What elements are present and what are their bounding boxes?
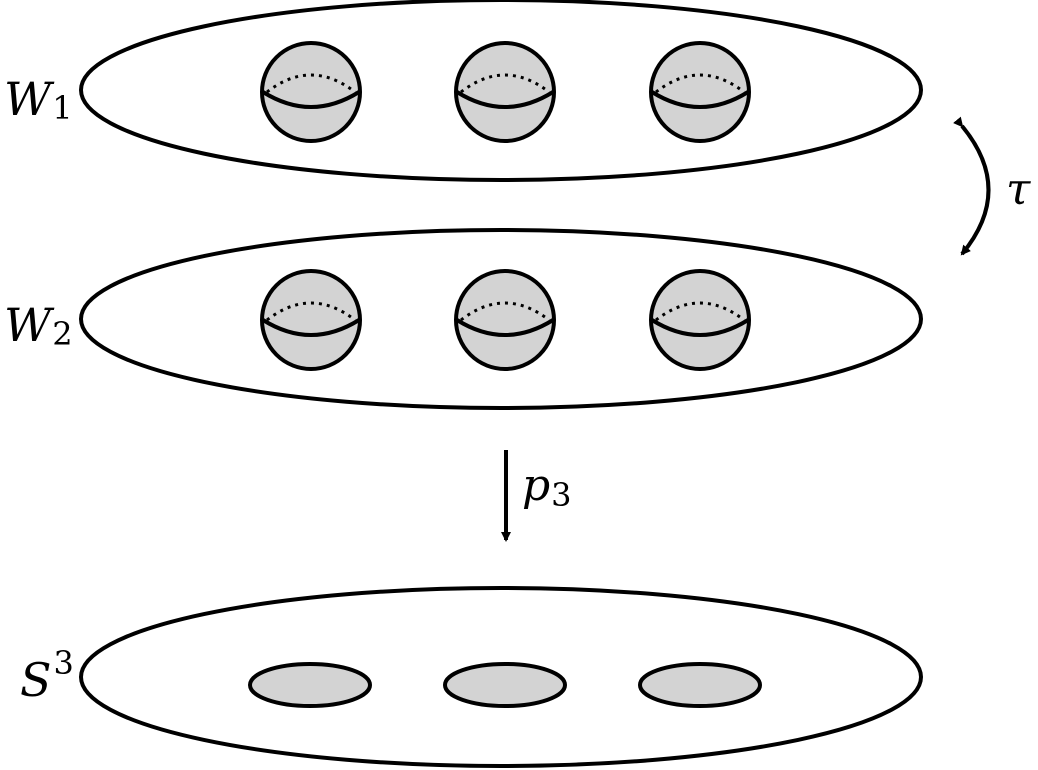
- w2-ball-2: [454, 269, 556, 371]
- s3-disc-2: [443, 662, 567, 708]
- projection-map: p3: [501, 450, 572, 542]
- label-w1-sub: 1: [52, 89, 72, 127]
- label-s3: S3: [20, 644, 74, 707]
- w1-ball-3: [649, 41, 751, 143]
- label-s3-sup: 3: [54, 644, 74, 682]
- space-w2: W2: [4, 228, 923, 410]
- tau-arrow: [953, 116, 991, 256]
- tau-map: τ: [953, 116, 1031, 256]
- label-w1-main: W: [4, 72, 55, 126]
- s3-disc-3: [638, 662, 762, 708]
- space-w1: W1: [4, 0, 923, 182]
- w1-ball-1: [260, 41, 362, 143]
- w2-ball-3: [649, 269, 751, 371]
- label-w2-main: W: [4, 298, 55, 352]
- label-p3-main: p: [522, 460, 550, 511]
- w2-ball-1: [260, 269, 362, 371]
- label-tau: τ: [1006, 164, 1031, 215]
- label-w2-sub: 2: [52, 315, 72, 353]
- space-s3: S3: [20, 586, 923, 768]
- label-w1: W1: [4, 72, 73, 127]
- label-w2: W2: [4, 298, 73, 353]
- label-p3: p3: [522, 460, 572, 514]
- label-p3-sub: 3: [551, 476, 571, 514]
- label-s3-main: S: [20, 653, 52, 707]
- w1-ball-2: [454, 41, 556, 143]
- s3-disc-1: [248, 662, 372, 708]
